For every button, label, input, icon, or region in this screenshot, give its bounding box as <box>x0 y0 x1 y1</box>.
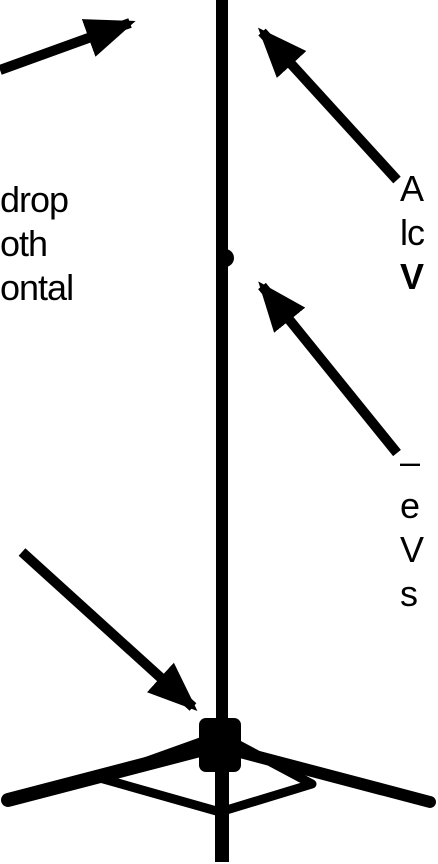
label-right-bottom-line-2: e <box>400 485 419 526</box>
label-right-top-callout: A lc V <box>400 167 424 299</box>
label-left-callout: drop oth ontal <box>0 178 73 310</box>
arrow-lower-left <box>22 552 193 707</box>
arrow-top-left <box>0 23 130 70</box>
label-right-bottom-callout: – e V s <box>400 440 423 616</box>
mast-joint <box>216 249 234 267</box>
label-right-bottom-line-4: s <box>400 573 417 614</box>
tripod-hub <box>199 718 241 772</box>
label-left-line-3: ontal <box>0 267 73 308</box>
arrow-mid-right <box>262 286 397 453</box>
arrow-top-right <box>262 32 397 180</box>
label-left-line-2: oth <box>0 223 47 264</box>
label-right-top-line-2: lc <box>400 212 424 253</box>
label-right-top-line-1: A <box>400 168 423 209</box>
label-right-top-line-3: V <box>400 256 423 297</box>
label-right-bottom-line-3: V <box>400 529 423 570</box>
label-right-bottom-line-1: – <box>400 441 419 482</box>
label-left-line-1: drop <box>0 179 68 220</box>
